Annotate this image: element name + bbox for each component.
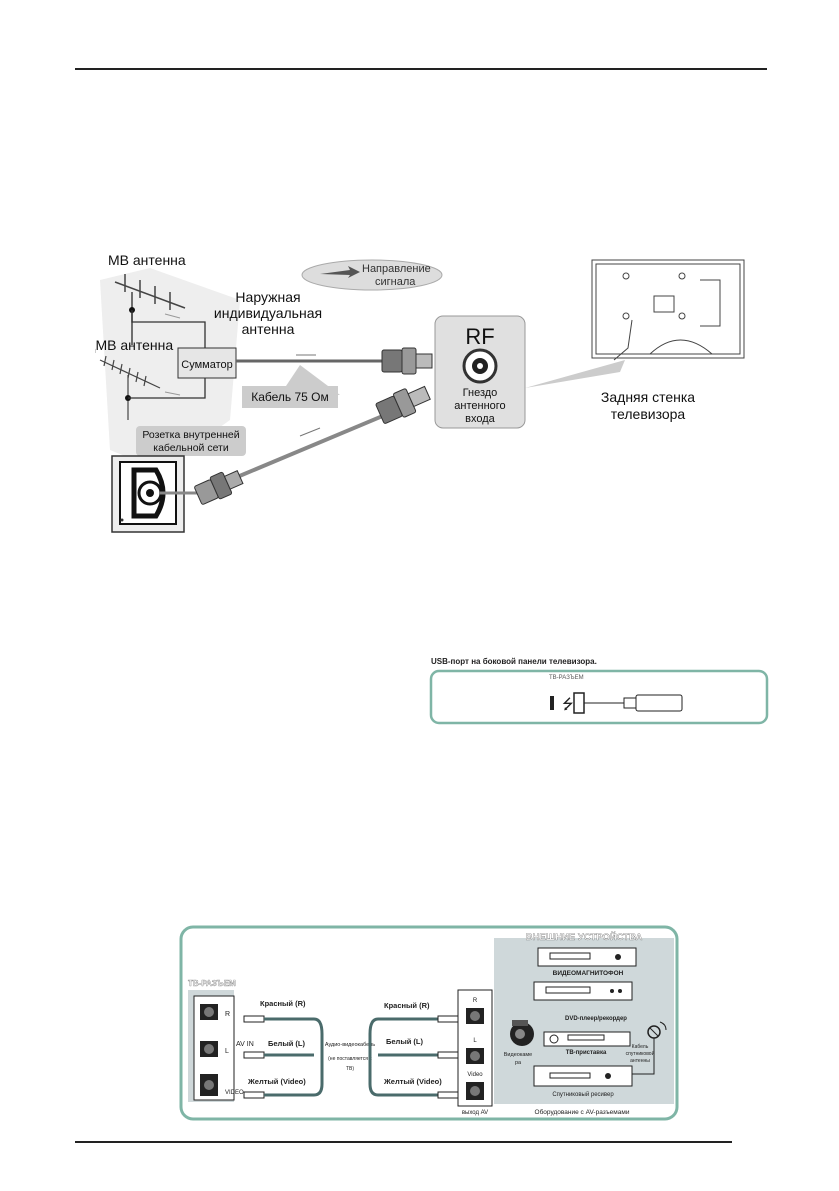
footer-rule — [75, 1141, 732, 1143]
tvbox-label: ТВ-приставка — [566, 1050, 607, 1056]
tv-connector-title: ТВ-РАЗЪЕМ — [188, 979, 236, 988]
svg-text:L: L — [225, 1048, 229, 1055]
dvd-device-icon — [533, 981, 633, 1001]
header-rule — [75, 68, 767, 70]
outdoor-antenna-line1: Наружная — [235, 289, 300, 305]
tv-port-video: VIDEO — [200, 1074, 244, 1096]
signal-direction-line2: сигнала — [375, 276, 416, 288]
tvbox-device-icon — [543, 1031, 631, 1047]
svg-text:R: R — [225, 1011, 230, 1018]
sat-cable-line2: спутниковой — [626, 1050, 655, 1057]
tv-port-l: L — [200, 1041, 229, 1057]
cable-name: Аудио-видеокабель — [325, 1042, 375, 1048]
outlet-plug — [194, 469, 244, 505]
antenna-connection-diagram: Направление сигнала МВ антенна ДМВ антен… — [95, 252, 745, 533]
usb-title: USB-порт на боковой панели телевизора. — [431, 657, 597, 666]
rf-socket-panel: RF Гнездо антенного входа — [434, 315, 526, 429]
right-white-label: Белый (L) — [386, 1037, 424, 1046]
outdoor-antenna-line2: индивидуальная — [214, 305, 322, 321]
tv-back-line1: Задняя стенка — [601, 389, 695, 405]
usb-tv-connector-label: ТВ-РАЗЪЕМ — [549, 675, 584, 681]
cable-note-line1: (не поставляется с — [328, 1056, 372, 1062]
camcorder-line2: ра — [515, 1060, 522, 1066]
cable-outlet-label: Розетка внутренней кабельной сети — [136, 426, 246, 456]
cable-75-label: Кабель 75 Ом — [242, 386, 338, 408]
svg-text:L: L — [473, 1038, 477, 1044]
equipment-caption: Оборудование с AV-разъемами — [535, 1108, 630, 1116]
cable-note-line2: ТВ) — [346, 1066, 354, 1072]
sat-receiver-label: Спутниковый ресивер — [552, 1091, 614, 1098]
rf-label: RF — [465, 324, 494, 349]
rf-socket-line1: Гнездо — [463, 387, 498, 399]
combiner-box: Сумматор — [177, 347, 237, 379]
dvd-label: DVD-плеер/рекордер — [565, 1016, 627, 1022]
tv-port-r: R — [200, 1004, 230, 1020]
ext-port-r: R — [466, 998, 484, 1024]
right-yellow-label: Желтый (Video) — [383, 1077, 442, 1086]
av-in-label: AV IN — [236, 1041, 254, 1048]
vcr-device-icon — [537, 947, 637, 967]
svg-text:VIDEO: VIDEO — [225, 1090, 244, 1096]
tv-back-illustration — [591, 259, 745, 361]
outdoor-antenna-line3: антенна — [242, 321, 295, 337]
svg-text:R: R — [473, 998, 478, 1004]
ext-port-video: Video — [466, 1072, 484, 1100]
combiner-label: Сумматор — [181, 359, 232, 371]
left-white-label: Белый (L) — [268, 1039, 306, 1048]
svg-text:Розетка внутренней: Розетка внутренней — [142, 429, 239, 441]
external-devices-title: ВНЕШНИЕ УСТРОЙСТВА — [526, 931, 643, 943]
left-yellow-label: Желтый (Video) — [247, 1077, 306, 1086]
dmv-antenna-label: ДМВ антенна — [95, 337, 173, 353]
signal-direction-line1: Направление — [362, 263, 431, 275]
rf-plug-top — [381, 347, 433, 375]
usb-port-marker — [550, 696, 554, 710]
svg-text:Кабель 75 Ом: Кабель 75 Ом — [251, 390, 329, 404]
tv-back-line2: телевизора — [611, 406, 686, 422]
sat-cable-line1: Кабель — [632, 1044, 649, 1050]
sat-cable-line3: антенны — [630, 1058, 650, 1064]
rf-socket-line3: входа — [465, 413, 496, 425]
signal-direction-pill: Направление сигнала — [301, 259, 443, 291]
camcorder-line1: Видеокаме — [504, 1052, 533, 1058]
mv-antenna-label: МВ антенна — [108, 252, 186, 268]
ext-port-l: L — [466, 1038, 484, 1064]
av-connection-diagram: ВНЕШНИЕ УСТРОЙСТВА ТВ-РАЗЪЕМ R L VIDEO A… — [179, 925, 679, 1121]
rf-socket-line2: антенного — [454, 400, 505, 412]
usb-port — [573, 692, 585, 714]
right-red-label: Красный (R) — [384, 1001, 430, 1010]
usb-diagram: ТВ-РАЗЪЕМ ⭍ — [429, 669, 769, 725]
vcr-label: ВИДЕОМАГНИТОФОН — [553, 970, 624, 977]
av-out-label: выход AV — [462, 1110, 488, 1116]
svg-text:Video: Video — [467, 1072, 483, 1078]
camcorder-icon — [510, 1020, 534, 1046]
svg-text:кабельной сети: кабельной сети — [153, 442, 229, 454]
usb-icon: ⭍ — [562, 696, 574, 712]
rf-plug-bottom — [375, 385, 431, 424]
satellite-receiver-icon — [533, 1065, 633, 1087]
left-red-label: Красный (R) — [260, 999, 306, 1008]
usb-flash-drive-icon — [623, 694, 683, 712]
